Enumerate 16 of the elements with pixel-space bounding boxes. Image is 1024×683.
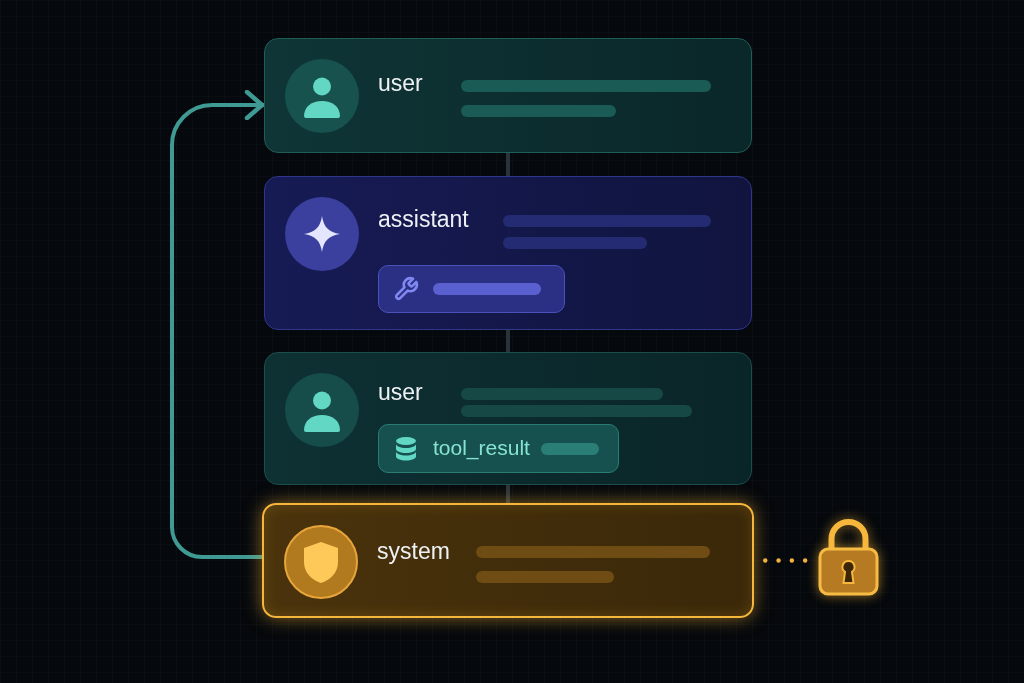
connector-line (506, 153, 510, 176)
role-label: user (378, 69, 423, 97)
lock-icon (818, 517, 880, 597)
message-card (262, 503, 754, 618)
message-card (264, 176, 752, 330)
message-card (264, 352, 752, 485)
tool-result-chip (378, 424, 619, 473)
chip-label: tool_result (433, 436, 530, 460)
role-label: system (377, 537, 450, 565)
connector-line (506, 330, 510, 352)
message-card (264, 38, 752, 153)
arrow (170, 89, 265, 559)
role-label: user (378, 378, 423, 406)
role-label: assistant (378, 205, 469, 233)
tool-call-chip (378, 265, 565, 313)
connector-line (506, 485, 510, 503)
